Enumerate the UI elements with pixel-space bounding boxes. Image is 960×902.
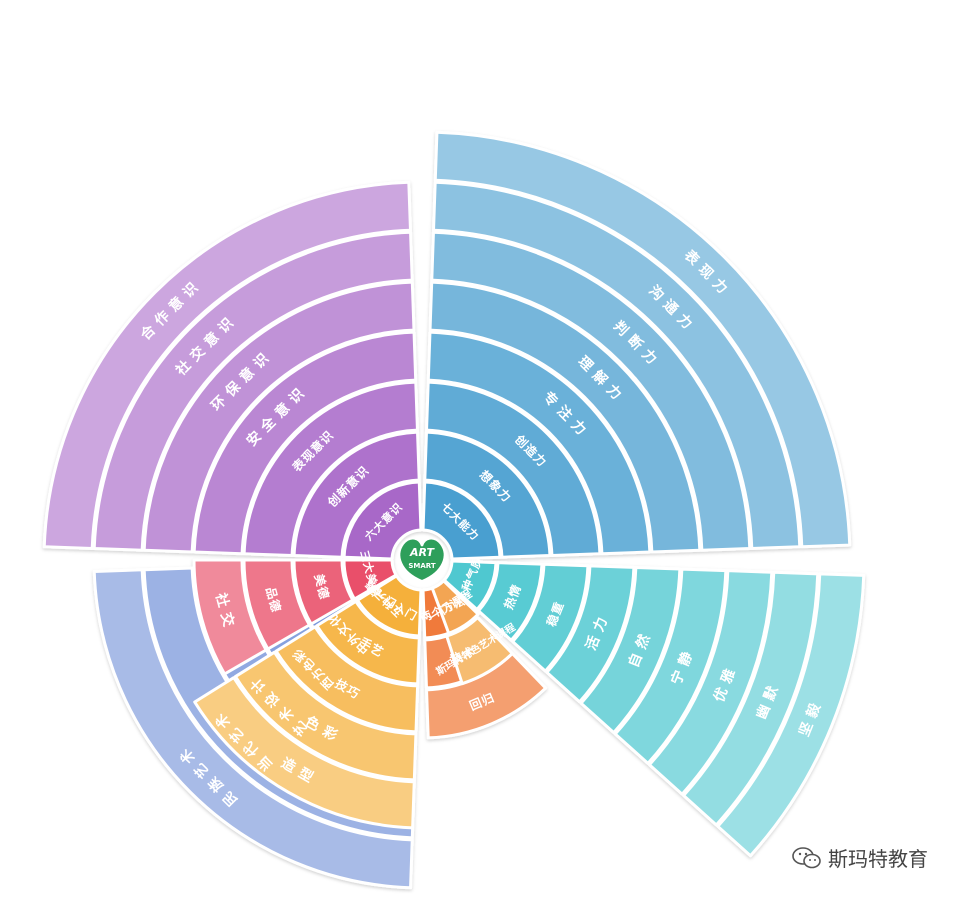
- three_virtues-segment-3: [192, 558, 268, 676]
- logo-line2: SMART: [408, 562, 436, 570]
- eight_temperament-segment-5: [613, 567, 728, 765]
- eight_temperament-segment-7: [682, 570, 820, 827]
- seven_ability-segment-0: [421, 480, 502, 561]
- three_virtues-segment-0: [342, 558, 398, 601]
- seven_ability-segment-7: [433, 130, 852, 549]
- three_virtues-label-2: 品德: [263, 585, 284, 614]
- eight_temperament-segment-0: [442, 559, 498, 612]
- seven_ability-segment-6: [432, 180, 802, 550]
- six_skills-segment-3: [192, 330, 418, 556]
- logo-heart-icon: [398, 537, 446, 583]
- six_skills-segment-0: [342, 480, 423, 561]
- logo-line1: ART: [409, 546, 435, 559]
- six_skills-segment-6: [42, 180, 412, 550]
- three_virtues-segment-1: [292, 558, 355, 626]
- six_skills-segment-4: [142, 280, 416, 554]
- seven_ability-segment-2: [425, 380, 602, 557]
- six_skills-segment-1: [292, 430, 421, 559]
- eight_temperament-segment-6: [647, 569, 774, 796]
- eight_temperament-segment-3: [545, 564, 636, 704]
- eight_temperament-segment-8: [716, 572, 866, 858]
- watermark: 斯玛特教育: [792, 843, 928, 872]
- one_entrance-segment-2: [274, 625, 420, 734]
- eight_temperament-segment-4: [579, 565, 682, 735]
- seven_ability-segment-3: [426, 330, 652, 556]
- seven_ability-segment-1: [423, 430, 552, 559]
- eight_temperament-segment-2: [511, 562, 590, 673]
- one_entrance-segment-1: [315, 599, 421, 686]
- watermark-text: 斯玛特教育: [828, 847, 928, 871]
- six_skills-segment-2: [242, 380, 419, 557]
- one_entrance-segment-3: [233, 650, 418, 782]
- three_virtues-label-1: 美德: [311, 572, 332, 601]
- ring-segments: [42, 130, 866, 890]
- one_course-segment: [430, 579, 480, 635]
- three_virtues-segment-2: [242, 558, 311, 651]
- wechat-icon: [792, 846, 821, 868]
- brand_course-segment: [445, 616, 514, 686]
- one_entrance-segment-0: [356, 574, 423, 638]
- eight_temperament-segment-1: [476, 561, 544, 642]
- center-logo: ART SMART: [398, 537, 446, 583]
- seven_ability-segment-4: [428, 280, 702, 554]
- six_skills-segment-5: [92, 230, 414, 552]
- seven_ability-segment-5: [430, 230, 752, 552]
- one_entrance-segment-4: [193, 676, 416, 830]
- five_culture-segment-5: [92, 568, 414, 890]
